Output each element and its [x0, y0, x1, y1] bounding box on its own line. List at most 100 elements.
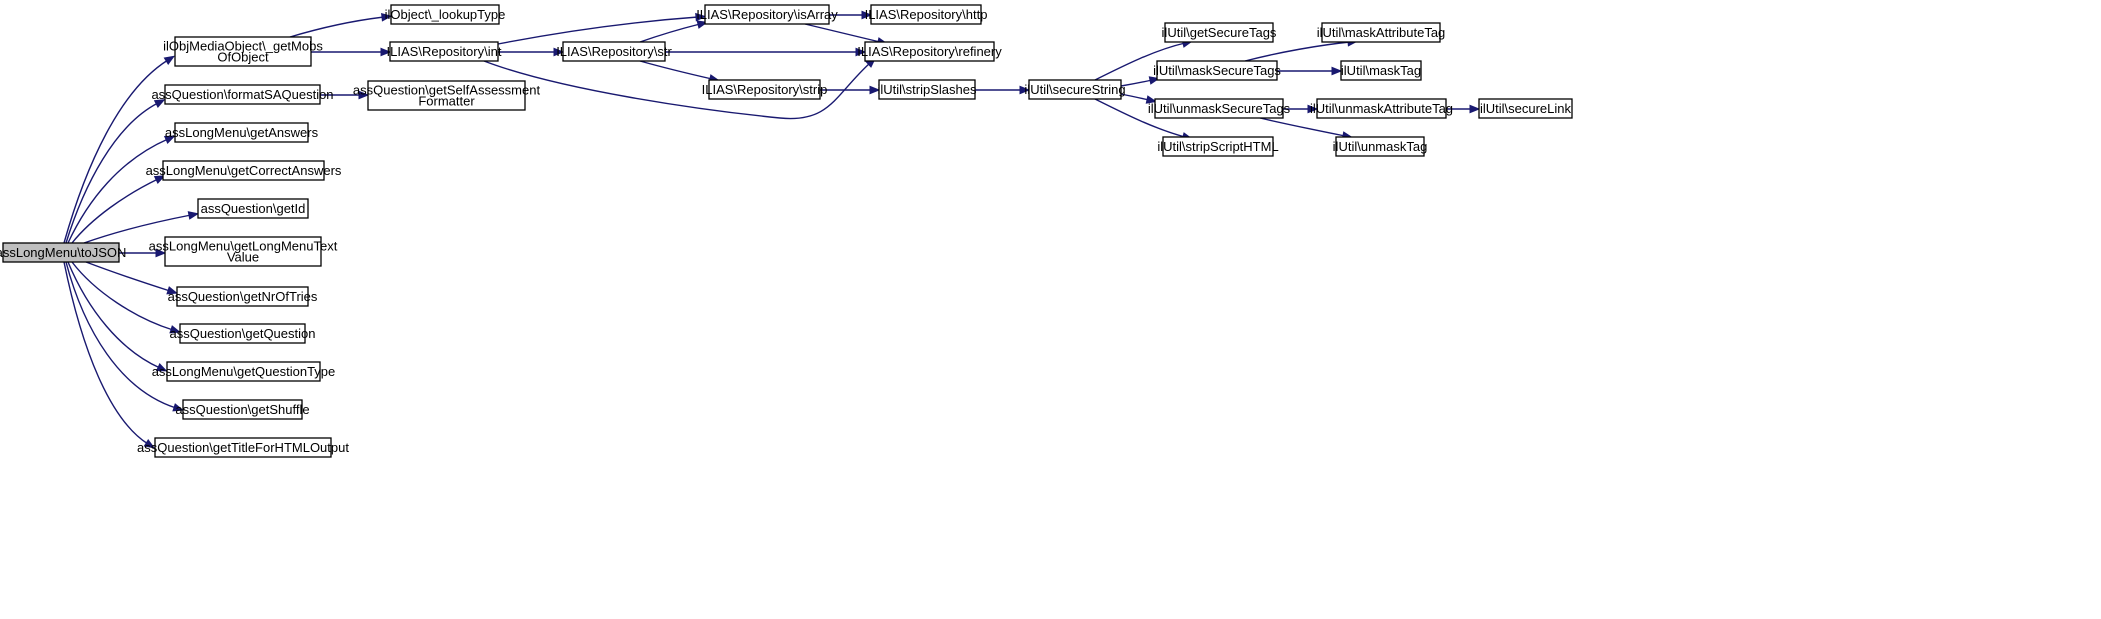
edge-unmaskSecureTags-to-unmaskAttributeTag — [1283, 104, 1319, 114]
node-getCorrect[interactable]: assLongMenu\getCorrectAnswers — [146, 160, 342, 181]
edge-toJSON-to-getQuestion — [71, 261, 181, 334]
node-box — [1335, 136, 1425, 157]
edge-line — [65, 102, 159, 244]
edge-line — [85, 261, 171, 292]
arrowhead — [869, 85, 881, 95]
node-box — [1340, 60, 1422, 81]
node-label: assLongMenu\getCorrectAnswers — [146, 163, 342, 178]
node-getTitle[interactable]: assQuestion\getTitleForHTMLOutput — [137, 437, 349, 458]
node-label: ILIAS\Repository\http — [865, 7, 988, 22]
node-label: assQuestion\getQuestion — [170, 326, 316, 341]
node-getSecureTags[interactable]: ilUtil\getSecureTags — [1162, 22, 1277, 43]
node-label: Formatter — [418, 94, 475, 109]
node-getId[interactable]: assQuestion\getId — [197, 198, 309, 219]
node-label: assQuestion\getId — [201, 201, 306, 216]
edge-line — [289, 16, 385, 38]
edge-formatSA-to-getSAF — [319, 90, 370, 100]
edge-line — [1244, 41, 1351, 62]
edge-repoStr-to-repoRefinery — [665, 47, 867, 57]
node-repoRefinery[interactable]: ILIAS\Repository\refinery — [857, 41, 1002, 62]
edge-line — [67, 261, 161, 369]
edge-line — [1259, 117, 1346, 137]
node-label: assQuestion\getTitleForHTMLOutput — [137, 440, 349, 455]
node-layer: assLongMenu\toJSON ilObjMediaObject\_getM… — [0, 4, 1573, 458]
node-getNrOfTries[interactable]: assQuestion\getNrOfTries — [168, 286, 318, 307]
node-repoStrip[interactable]: ILIAS\Repository\strip — [702, 79, 828, 100]
arrowhead — [172, 403, 184, 412]
edge-line — [1094, 98, 1186, 138]
arrowhead — [163, 135, 176, 144]
node-stripSlashes[interactable]: ilUtil\stripSlashes — [878, 79, 977, 100]
node-label: ilUtil\maskSecureTags — [1153, 63, 1281, 78]
node-label: ilUtil\stripSlashes — [878, 82, 977, 97]
node-label: assLongMenu\getQuestionType — [152, 364, 336, 379]
edge-line — [65, 261, 177, 409]
arrowhead — [155, 363, 168, 372]
node-label: ilObject\_lookupType — [385, 7, 506, 22]
node-toJSON[interactable]: assLongMenu\toJSON — [0, 242, 126, 263]
node-repoIsArray[interactable]: ILIAS\Repository\isArray — [696, 4, 838, 25]
node-box — [176, 286, 309, 307]
node-box — [1164, 22, 1274, 43]
node-box — [1478, 98, 1573, 119]
node-unmaskSecureTags[interactable]: ilUtil\unmaskSecureTags — [1148, 98, 1291, 119]
node-getAnswers[interactable]: assLongMenu\getAnswers — [165, 122, 319, 143]
arrowhead — [1331, 66, 1343, 76]
node-getQuestion[interactable]: assQuestion\getQuestion — [170, 323, 316, 344]
edge-toJSON-to-getLMTV — [119, 248, 167, 258]
node-maskSecureTags[interactable]: ilUtil\maskSecureTags — [1153, 60, 1281, 81]
edge-toJSON-to-getTitle — [63, 261, 156, 449]
node-label: Value — [227, 250, 259, 265]
edge-toJSON-to-getId — [83, 211, 200, 244]
edge-line — [1094, 42, 1186, 81]
node-box — [390, 4, 500, 25]
node-label: ilUtil\secureString — [1024, 82, 1125, 97]
edge-repoStrip-to-stripSlashes — [820, 85, 881, 95]
node-unmaskTag[interactable]: ilUtil\unmaskTag — [1333, 136, 1428, 157]
edge-secureString-to-maskSecureTags — [1120, 76, 1161, 87]
node-box — [389, 41, 499, 62]
node-getShuffle[interactable]: assQuestion\getShuffle — [175, 399, 310, 420]
arrowhead — [169, 325, 181, 334]
node-secureString[interactable]: ilUtil\secureString — [1024, 79, 1126, 100]
arrowhead — [166, 286, 178, 295]
node-label: ilUtil\maskTag — [1341, 63, 1421, 78]
node-box — [182, 399, 303, 420]
node-getQType[interactable]: assLongMenu\getQuestionType — [152, 361, 336, 382]
node-box — [1316, 98, 1447, 119]
node-box — [562, 41, 666, 62]
arrowhead — [1019, 85, 1031, 95]
edge-repoInt-to-repoIsArray — [497, 12, 707, 45]
node-box — [878, 79, 976, 100]
arrowhead — [695, 12, 707, 22]
node-box — [367, 80, 526, 111]
node-lookupType[interactable]: ilObject\_lookupType — [385, 4, 506, 25]
node-unmaskAttributeTag[interactable]: ilUtil\unmaskAttributeTag — [1310, 98, 1453, 119]
node-repoInt[interactable]: ILIAS\Repository\int — [387, 41, 502, 62]
node-maskAttributeTag[interactable]: ilUtil\maskAttributeTag — [1317, 22, 1446, 43]
edge-line — [67, 138, 169, 244]
edge-stripSlashes-to-secureString — [975, 85, 1031, 95]
node-label: ilUtil\unmaskTag — [1333, 139, 1428, 154]
edge-getMobs-to-repoInt — [310, 47, 392, 57]
node-box — [154, 437, 332, 458]
node-box — [708, 79, 821, 100]
node-maskTag[interactable]: ilUtil\maskTag — [1340, 60, 1422, 81]
node-formatSA[interactable]: assQuestion\formatSAQuestion — [151, 84, 334, 105]
arrowhead — [358, 90, 370, 100]
node-repoHttp[interactable]: ILIAS\Repository\http — [865, 4, 988, 25]
edge-unmaskSecureTags-to-unmaskTag — [1259, 117, 1354, 140]
node-secureLink[interactable]: ilUtil\secureLink — [1478, 98, 1573, 119]
node-label: ILIAS\Repository\isArray — [696, 7, 838, 22]
node-box — [162, 160, 325, 181]
arrowhead — [187, 211, 200, 220]
node-stripScriptHTML[interactable]: ilUtil\stripScriptHTML — [1157, 136, 1279, 157]
node-box — [174, 122, 309, 143]
arrowhead — [155, 248, 167, 258]
node-repoStr[interactable]: ILIAS\Repository\str — [556, 41, 672, 62]
node-label: ilUtil\getSecureTags — [1162, 25, 1277, 40]
edge-toJSON-to-getCorrect — [71, 175, 166, 244]
